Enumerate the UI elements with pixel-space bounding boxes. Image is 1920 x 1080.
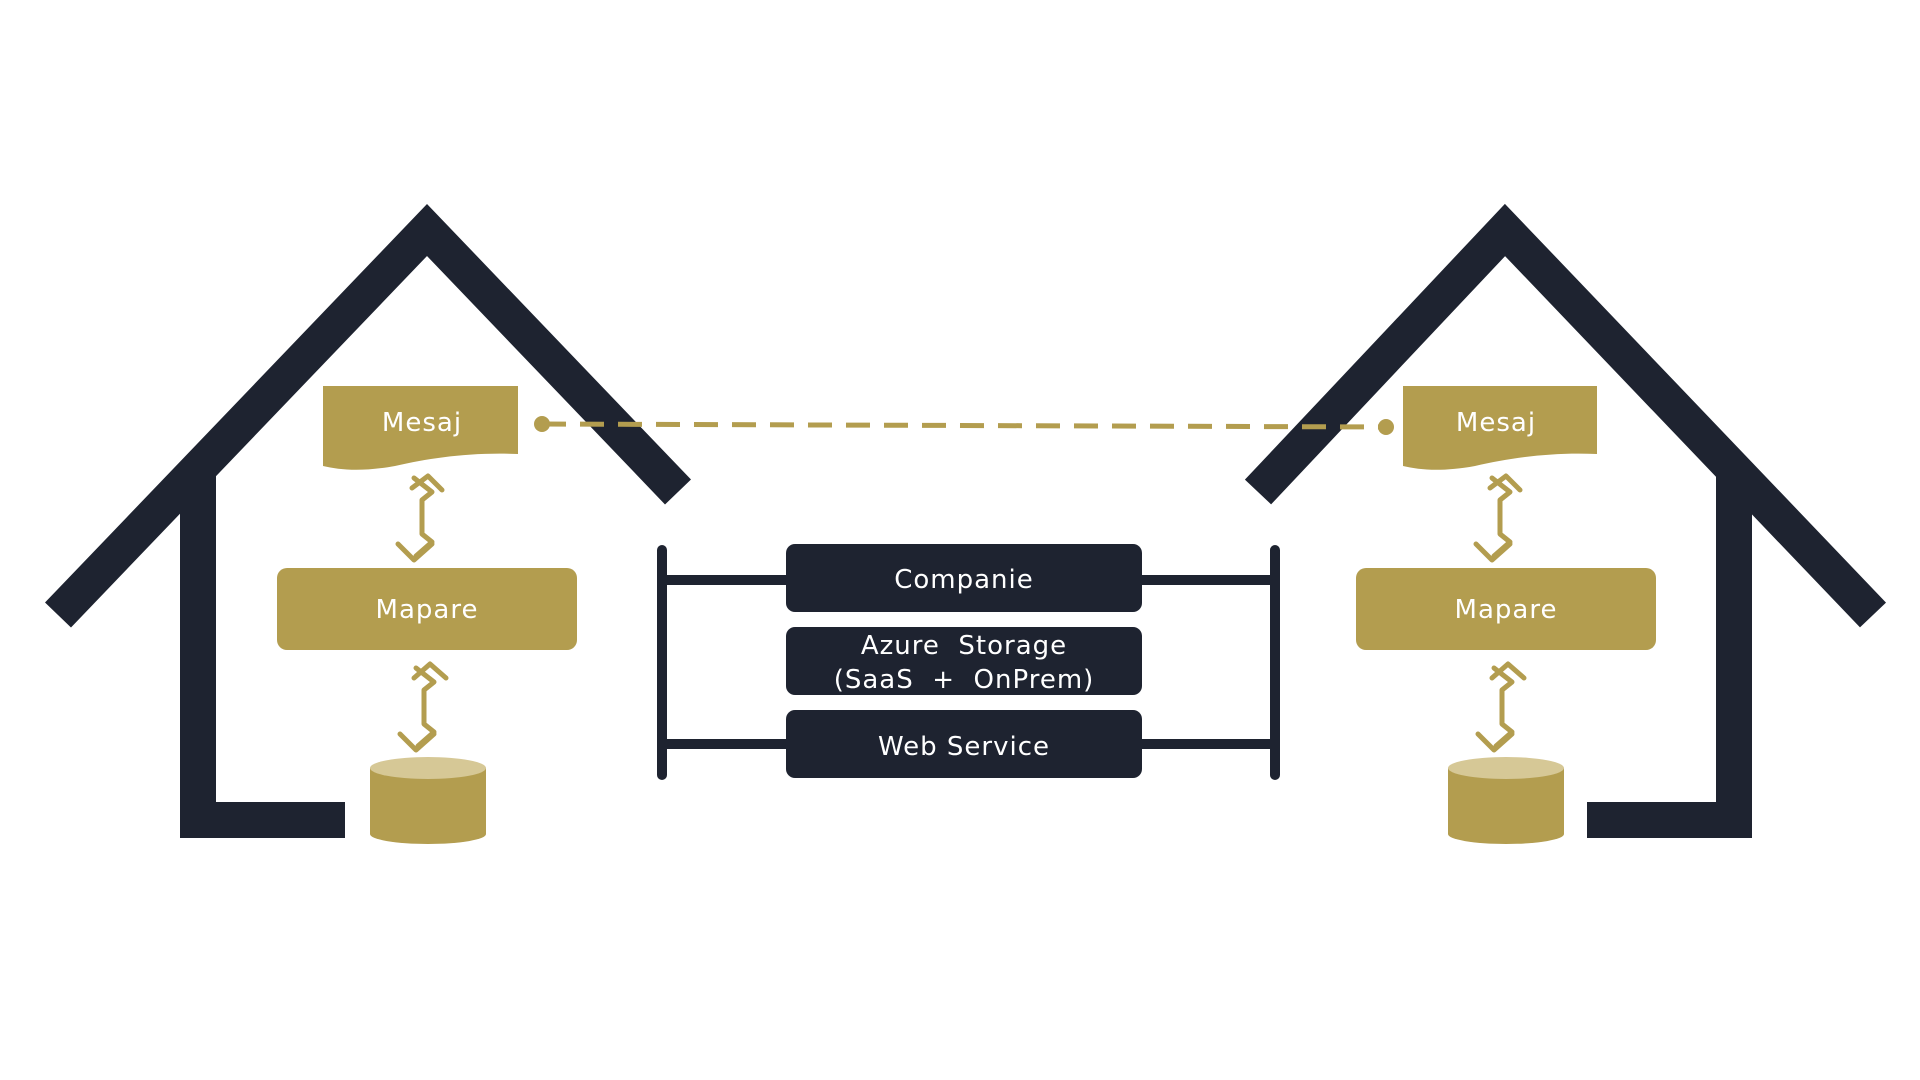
rack-item-web-service-label: Web Service: [878, 732, 1050, 762]
right-mapping-shape: [1356, 568, 1656, 650]
right-mapping-label: Mapare: [1455, 595, 1558, 625]
rack-item-companie-label: Companie: [894, 565, 1034, 595]
left-mapping-shape: [277, 568, 577, 650]
right-mapping-box: Mapare: [1356, 568, 1656, 650]
rack-item-azure-storage: Azure Storage (SaaS + OnPrem): [786, 627, 1142, 695]
center-rack: Companie Azure Storage (SaaS + OnPrem) W…: [657, 544, 1280, 780]
right-house: Mesaj Mapare: [1244, 203, 1887, 844]
right-arrow-lower: [1475, 661, 1527, 753]
right-message-shape: [1403, 386, 1597, 470]
right-database-icon: [1448, 757, 1564, 844]
right-arrow-upper: [1473, 473, 1523, 563]
left-house: Mesaj Mapare: [45, 203, 691, 844]
connector-start-dot: [534, 416, 550, 432]
message-connector: [534, 416, 1394, 435]
left-message-label: Mesaj: [382, 408, 462, 438]
right-message-box: Mesaj: [1403, 386, 1597, 470]
left-message-shape: [323, 386, 518, 470]
rack-item-companie: Companie: [786, 544, 1142, 612]
left-house-wall: [180, 474, 345, 838]
left-mapping-label: Mapare: [376, 595, 479, 625]
rack-item-web-service: Web Service: [786, 710, 1142, 778]
left-mapping-box: Mapare: [277, 568, 577, 650]
left-database-icon: [370, 757, 486, 844]
left-message-box: Mesaj: [323, 386, 518, 470]
left-arrow-upper: [395, 473, 445, 563]
right-house-wall: [1587, 474, 1752, 838]
rack-item-azure-storage-line2: (SaaS + OnPrem): [834, 665, 1095, 695]
connector-end-dot: [1378, 419, 1394, 435]
left-arrow-lower: [397, 661, 449, 753]
rack-item-azure-storage-line1: Azure Storage: [861, 631, 1067, 661]
right-message-label: Mesaj: [1456, 408, 1536, 438]
